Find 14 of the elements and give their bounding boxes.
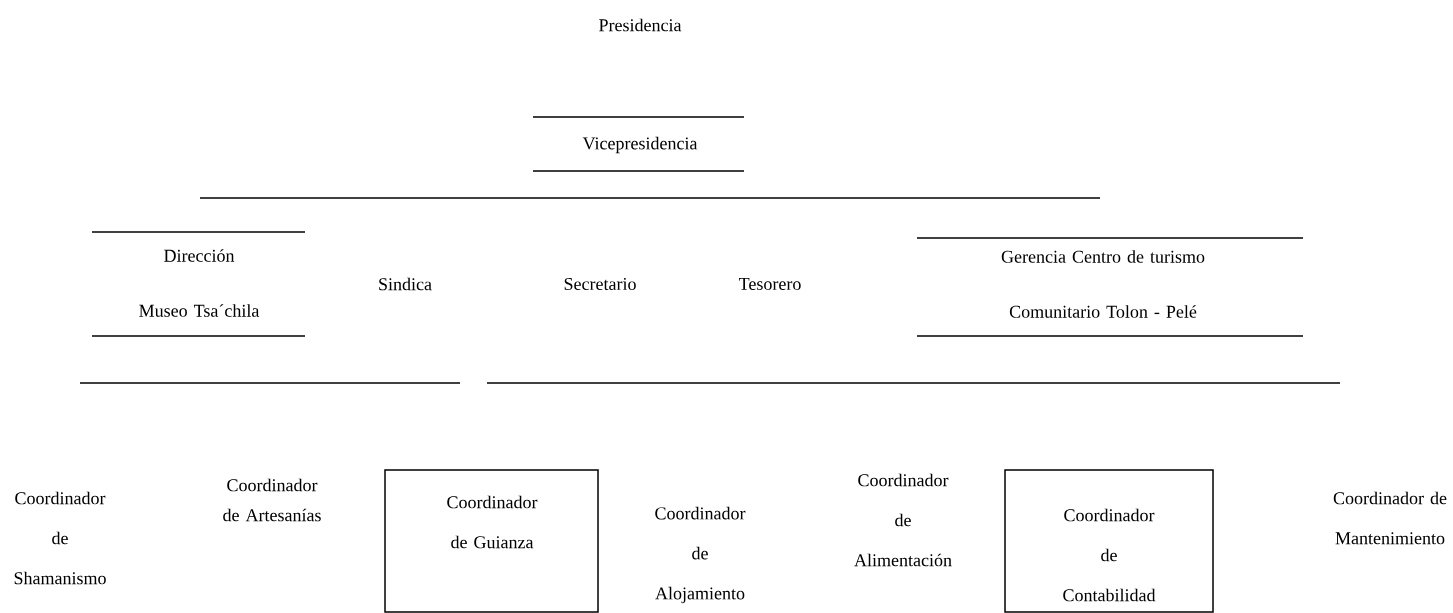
position-title: Secretario: [564, 277, 636, 291]
position-title: Coordinador de Artesanías: [223, 478, 321, 522]
position-box: Coordinador de Contabilidad: [1004, 469, 1214, 613]
ruled-title-block: Gerencia Centro de turismo Comunitario Tolon - Pelé: [916, 237, 1304, 337]
position-title: Coordinador de Mantenimiento: [1333, 491, 1447, 545]
position-title: Coordinador de Alojamiento: [655, 506, 746, 604]
position-title: Sindica: [379, 277, 432, 291]
position-box: Coordinador de Guianza: [384, 469, 599, 613]
ruled-title-block: Vicepresidencia: [532, 116, 745, 172]
ruled-title-block: Dirección Museo Tsa´chila: [91, 231, 306, 337]
position-title: Tesorero: [739, 278, 801, 290]
position-title: Coordinador de Alimentación: [854, 473, 952, 567]
position-title: Coordinador de Shamanismo: [14, 491, 106, 585]
position-title: Presidencia: [599, 18, 682, 32]
